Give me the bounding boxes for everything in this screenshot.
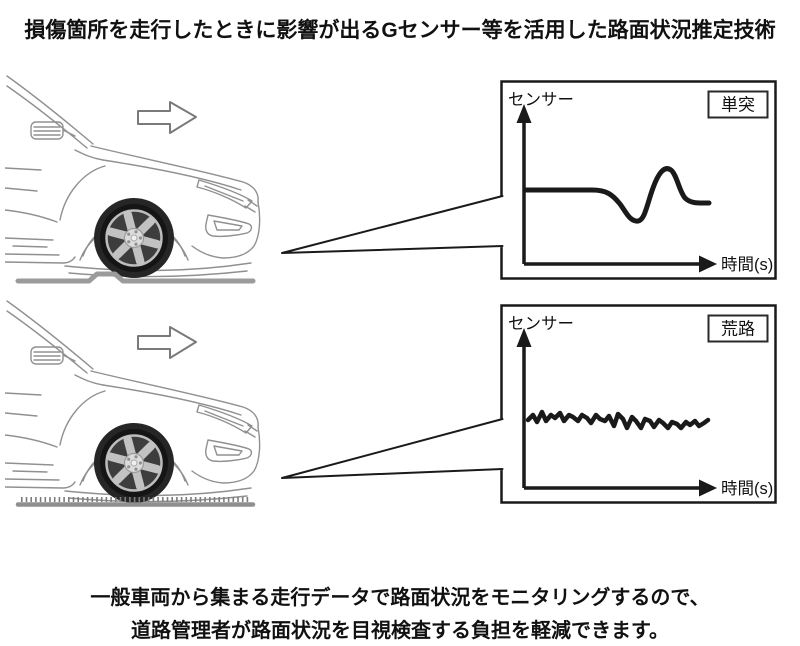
condition-label: 単突 (721, 96, 755, 115)
road-with-bump (15, 271, 256, 284)
condition-label-box (707, 314, 769, 343)
y-axis-label: センサー (508, 91, 574, 109)
y-axis-label: センサー (508, 315, 574, 333)
y-axis-arrowhead (516, 328, 532, 347)
figure-caption: 一般車両から集まる走行データで路面状況をモニタリングするので、 道路管理者が路面… (0, 582, 800, 646)
sensor-waveform-bump (523, 166, 712, 224)
car-illustration-bump (5, 70, 270, 284)
figure-title: 損傷箇所を走行したときに影響が出るGセンサー等を活用した路面状況推定技術 (24, 19, 776, 42)
x-axis-arrowhead (699, 255, 717, 273)
sensor-panel-bump: センサー 時間(s) 単突 (281, 80, 777, 280)
y-axis-arrowhead (516, 104, 532, 123)
x-axis-label: 時間(s) (721, 479, 773, 498)
caption-line-1: 一般車両から集まる走行データで路面状況をモニタリングするので、 (90, 587, 710, 609)
caption-line-2: 道路管理者が路面状況を目視検査する負担を軽減できます。 (131, 620, 669, 642)
x-axis-label: 時間(s) (721, 255, 773, 274)
x-axis-arrowhead (699, 479, 717, 497)
condition-label: 荒路 (721, 320, 755, 339)
condition-label-box (707, 90, 769, 119)
sensor-waveform-noise (525, 409, 711, 431)
car-illustration-rough (5, 295, 270, 520)
sensor-panel-rough: センサー 時間(s) 荒路 (281, 304, 777, 504)
